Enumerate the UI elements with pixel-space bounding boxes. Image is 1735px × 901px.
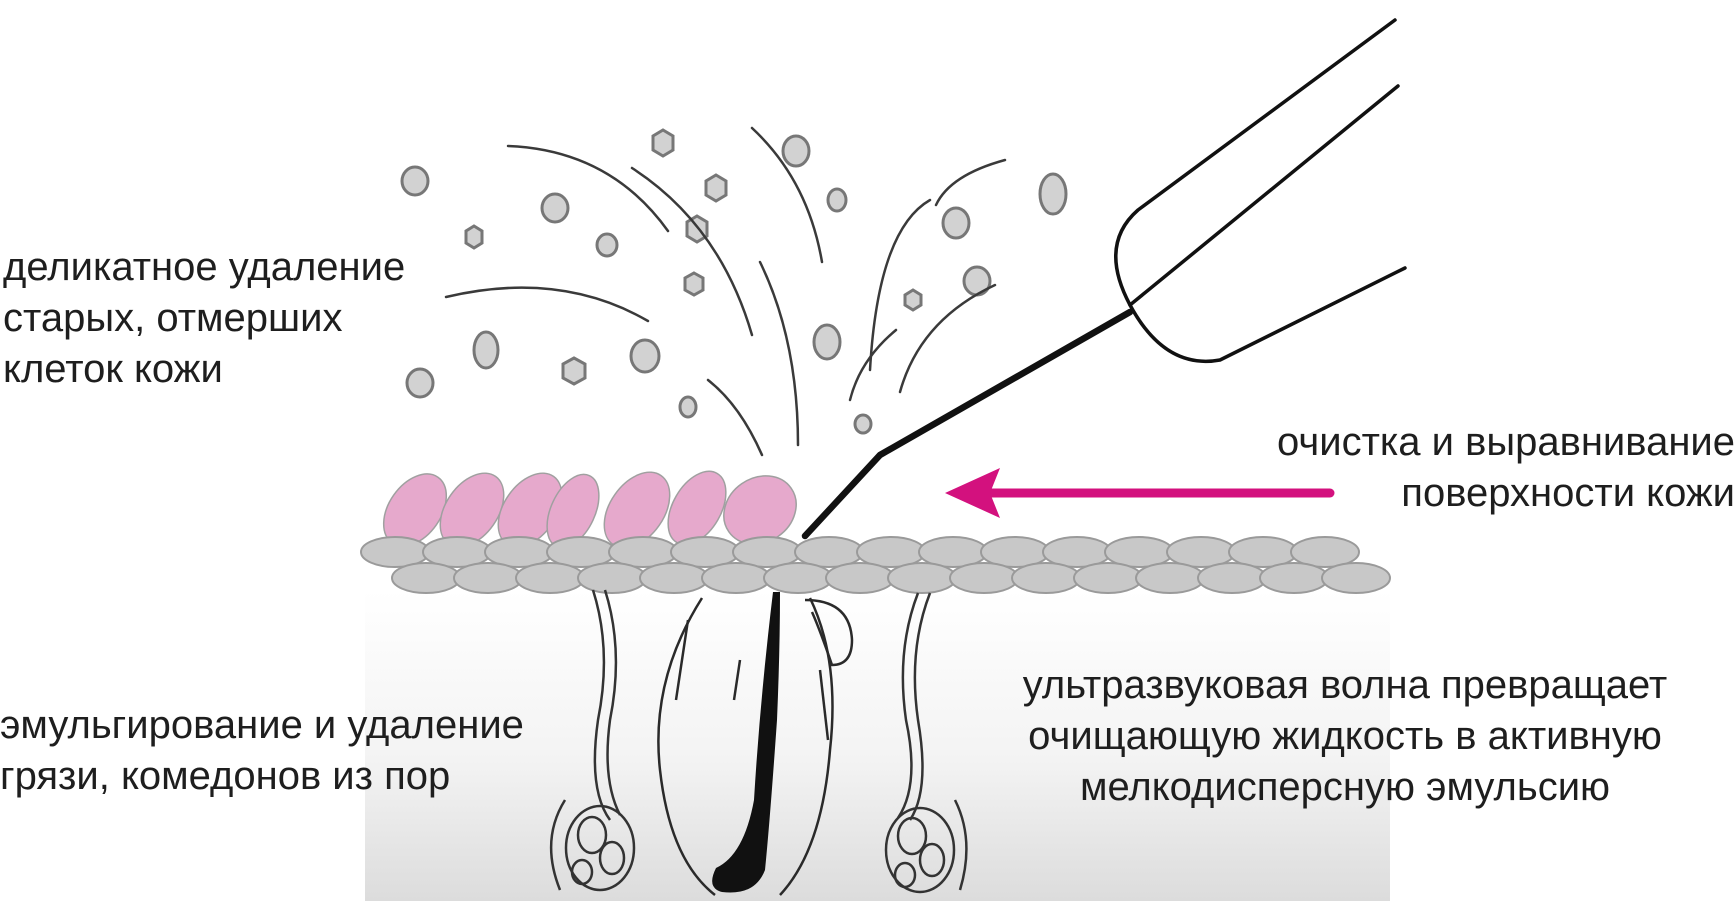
sweat-glands <box>549 589 968 894</box>
label-pore-emulsification: эмульгирование и удаление грязи, комедон… <box>0 703 524 798</box>
ultrasonic-spatula-icon <box>801 18 1407 540</box>
label-surface-cleansing: очистка и выравнивание поверхности кожи <box>1277 420 1735 515</box>
skin-cell <box>1197 562 1267 594</box>
skin-cell <box>515 562 585 594</box>
skin-cell <box>763 562 833 594</box>
skin-cell <box>825 562 895 594</box>
skin-cell <box>1290 536 1360 568</box>
skin-cell <box>701 562 771 594</box>
label-ultrasonic-wave: ультразвуковая волна превращает очищающу… <box>1022 663 1668 809</box>
hair-shaft <box>712 592 780 893</box>
skin-cell <box>391 562 461 594</box>
label-dead-cell-removal: деликатное удаление старых, отмерших кле… <box>3 245 406 391</box>
splash-lines <box>444 126 1007 457</box>
skin-cell <box>887 562 957 594</box>
skin-cell <box>639 562 709 594</box>
skin-cell <box>453 562 523 594</box>
particles <box>400 128 1068 435</box>
skin-cell <box>1259 562 1329 594</box>
dermis-layer <box>365 590 1390 901</box>
skin-cell <box>577 562 647 594</box>
skin-cell <box>1073 562 1143 594</box>
skin-cell <box>949 562 1019 594</box>
skin-cell-layer <box>360 536 1391 594</box>
dead-cells <box>382 470 797 549</box>
skin-cell <box>1135 562 1205 594</box>
hair-follicle <box>657 597 854 896</box>
arrow-left-icon <box>945 468 1335 518</box>
skin-cell <box>1011 562 1081 594</box>
skin-cell <box>1321 562 1391 594</box>
